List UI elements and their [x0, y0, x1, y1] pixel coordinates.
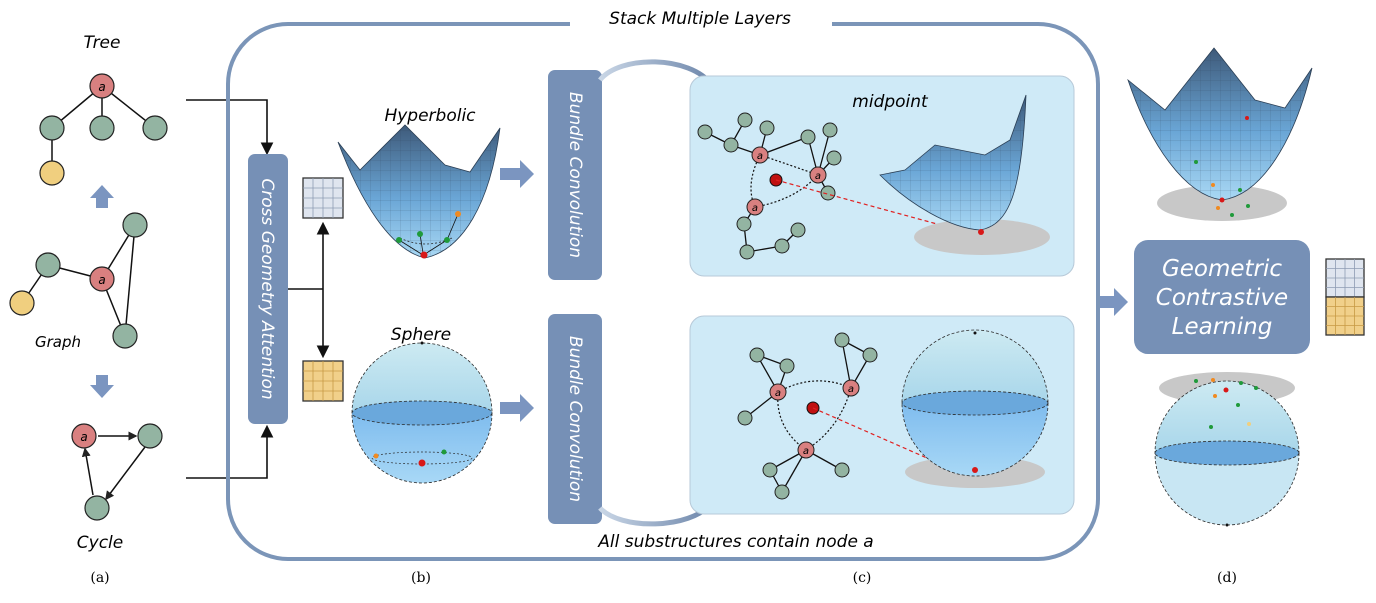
- panel-a: Tree a: [9, 33, 168, 586]
- cycle-node: [84, 495, 110, 521]
- contrastive-label-line2: Contrastive: [1156, 285, 1288, 311]
- graph-node: [122, 212, 148, 238]
- cross-geometry-attention-box: [248, 154, 288, 424]
- node-letter: a: [757, 151, 763, 162]
- bundle-convolution-box-top: [548, 70, 602, 280]
- panel-c: Bundle Convolution Bundle Convolution mi…: [548, 59, 1075, 586]
- substructure-label-bg: [560, 528, 910, 554]
- caption-d: (d): [1217, 570, 1237, 586]
- caption-c: (c): [853, 570, 872, 586]
- graph-node-a: [751, 146, 769, 164]
- tree-node-leaf: [39, 160, 65, 186]
- down-arrow-icon: [90, 375, 114, 398]
- graph-node-a: [797, 441, 815, 459]
- cycle-node-a: [71, 423, 97, 449]
- node-letter: a: [775, 388, 781, 399]
- panel-b: Cross Geometry Attention Hyperbolic: [248, 106, 534, 586]
- cycle-node-letter: a: [80, 430, 87, 444]
- node-letter: a: [752, 203, 758, 214]
- graph-node-a: [769, 383, 787, 401]
- right-arrow-icon: [1100, 288, 1128, 316]
- graph-edges: [21, 224, 136, 337]
- sphere-surface: [351, 341, 493, 484]
- embedding-grid-orange-d: [1325, 296, 1365, 336]
- graph-node-a: [809, 166, 827, 184]
- substructure-graph-bottom: a a a: [737, 332, 971, 500]
- tree-nodes: [39, 73, 168, 186]
- caption-a: (a): [90, 570, 109, 586]
- geometric-contrastive-learning-box: [1134, 240, 1310, 354]
- substructure-graph-top: a a a: [697, 112, 973, 260]
- midpoint-label: midpoint: [852, 92, 929, 112]
- cycle-edges: [81, 431, 146, 501]
- bundle-convolution-label-top: Bundle Convolution: [565, 92, 585, 258]
- tree-label: Tree: [84, 33, 121, 53]
- graph-node-leaf: [9, 290, 35, 316]
- embedding-grid-orange: [302, 360, 344, 402]
- contrastive-label-line1: Geometric: [1162, 256, 1282, 282]
- node-letter: a: [815, 171, 821, 182]
- cross-geometry-attention-label: Cross Geometry Attention: [257, 178, 277, 399]
- embedding-grid-blue-d: [1325, 258, 1365, 298]
- graph-node: [35, 252, 61, 278]
- sphere-result: [1154, 372, 1300, 527]
- tree-node: [142, 115, 168, 141]
- attention-branch: [288, 221, 330, 359]
- hyperbolic-surface: [337, 124, 501, 259]
- cycle-nodes: [71, 423, 163, 521]
- sphere-slice: [901, 329, 1049, 488]
- hyperbolic-label: Hyperbolic: [384, 106, 476, 126]
- stack-label: Stack Multiple Layers: [609, 9, 791, 29]
- bundle-convolution-box-bottom: [548, 314, 602, 524]
- right-arrow-icon: [500, 160, 534, 188]
- right-arrow-icon: [500, 394, 534, 422]
- graph-node-a: [89, 266, 115, 292]
- graph-node: [112, 323, 138, 349]
- graph-node-letter: a: [98, 273, 105, 287]
- tree-node-a: [89, 73, 115, 99]
- node-letter: a: [803, 446, 809, 457]
- embedding-grid-blue: [302, 177, 344, 219]
- graph-node-a: [842, 379, 860, 397]
- hyperbolic-result: [1127, 47, 1313, 221]
- contrastive-label-line3: Learning: [1172, 314, 1273, 340]
- caption-b: (b): [411, 570, 431, 586]
- tree-node: [39, 115, 65, 141]
- up-arrow-icon: [90, 185, 114, 208]
- graph-nodes: [9, 212, 148, 349]
- tree-node: [89, 115, 115, 141]
- panel-d: Geometric Contrastive Learning: [1127, 47, 1365, 586]
- tree-node-letter: a: [98, 80, 105, 94]
- cycle-node: [137, 423, 163, 449]
- graph-node-a: [746, 198, 764, 216]
- hyperbolic-slice: [879, 94, 1050, 255]
- sphere-label: Sphere: [391, 325, 451, 345]
- graph-label: Graph: [35, 333, 81, 351]
- cycle-label: Cycle: [77, 533, 123, 553]
- node-letter: a: [848, 384, 854, 395]
- bundle-convolution-label-bottom: Bundle Convolution: [565, 336, 585, 502]
- stack-label-bg: [570, 6, 832, 32]
- connector-lines: [186, 99, 274, 479]
- substructure-label: All substructures contain node a: [597, 532, 873, 552]
